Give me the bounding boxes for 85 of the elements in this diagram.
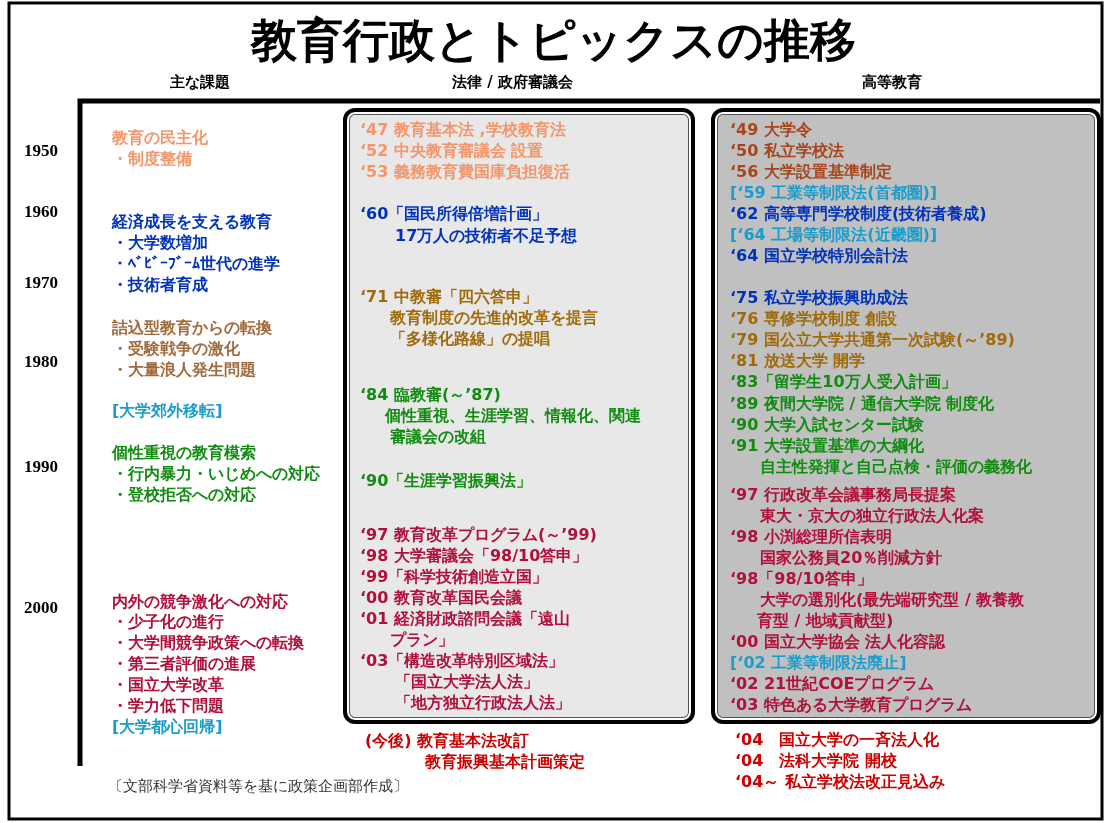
column-heading: 法律 / 政府審議会 <box>452 72 573 92</box>
timeline-entry: プラン」 <box>390 630 454 650</box>
timeline-entry: ‘47 教育基本法 ,学校教育法 <box>360 120 566 140</box>
timeline-entry: ‘71 中教審「四六答申」 <box>360 287 538 307</box>
topic-item: ・大学数増加 <box>112 233 208 253</box>
topic-item: ・行内暴力・いじめへの対応 <box>112 464 320 484</box>
timeline-entry: ‘62 高等専門学校制度(技術者養成) <box>730 204 987 224</box>
timeline-entry: ‘83「留学生10万人受入計画」 <box>730 372 957 392</box>
topic-item: ・制度整備 <box>112 149 192 169</box>
topic-item: ・国立大学改革 <box>112 675 224 695</box>
year-label: 1970 <box>24 273 58 293</box>
topic-item: ・ﾍﾞﾋﾞｰﾌﾞｰﾑ世代の進学 <box>112 254 280 274</box>
timeline-entry: ‘76 専修学校制度 創設 <box>730 309 898 329</box>
future-note: 教育振興基本計画策定 <box>425 752 585 772</box>
timeline-entry: 教育制度の先進的改革を提言 <box>390 308 598 328</box>
timeline-entry: ‘52 中央教育審議会 設置 <box>360 141 544 161</box>
timeline-entry: ‘84 臨教審(～’87) <box>360 385 501 405</box>
year-label: 1950 <box>24 141 58 161</box>
timeline-entry: ‘00 国立大学協会 法人化容認 <box>730 632 946 652</box>
future-note: ‘04 国立大学の一斉法人化 <box>735 730 940 750</box>
timeline-entry: ‘97 教育改革プログラム(～’99) <box>360 525 597 545</box>
timeline-entry: ‘79 国公立大学共通第一次試験(～’89) <box>730 330 1015 350</box>
year-label: 1960 <box>24 202 58 222</box>
year-label: 1990 <box>24 457 58 477</box>
topic-item: ・大学間競争政策への転換 <box>112 633 304 653</box>
timeline-entry: ‘98「98/10答申」 <box>730 569 873 589</box>
timeline-entry: ‘60「国民所得倍増計画」 <box>360 204 549 224</box>
timeline-entry: ‘97 行政改革会議事務局長提案 <box>730 485 956 505</box>
timeline-entry: ‘81 放送大学 開学 <box>730 351 866 371</box>
column-heading: 主な課題 <box>170 72 230 92</box>
source-note: 〔文部科学省資料等を基に政策企画部作成〕 <box>108 776 408 796</box>
timeline-entry: ‘99「科学技術創造立国」 <box>360 567 549 587</box>
topic-note: [大学都心回帰] <box>112 717 223 737</box>
timeline-entry: ’89 夜間大学院 / 通信大学院 制度化 <box>730 394 995 414</box>
topic-heading: 個性重視の教育模索 <box>112 443 256 463</box>
topic-item: ・技術者育成 <box>112 275 208 295</box>
timeline-entry: [‘02 工業等制限法廃止] <box>730 653 907 673</box>
timeline-entry: ‘64 国立学校特別会計法 <box>730 246 908 266</box>
timeline-entry: ‘53 義務教育費国庫負担復活 <box>360 162 570 182</box>
topic-item: ・少子化の進行 <box>112 612 224 632</box>
topic-note: [大学郊外移転] <box>112 401 223 421</box>
timeline-entry: 個性重視、生涯学習、情報化、関連 <box>385 406 641 426</box>
timeline-entry: ‘98 小渕総理所信表明 <box>730 527 892 547</box>
timeline-entry: [‘64 工場等制限法(近畿圏)] <box>730 225 938 245</box>
timeline-entry: ‘56 大学設置基準制定 <box>730 162 892 182</box>
timeline-entry: 17万人の技術者不足予想 <box>395 226 578 246</box>
timeline-entry: ‘01 経済財政諮問会議「遠山 <box>360 609 570 629</box>
timeline-entry: ‘03「構造改革特別区域法」 <box>360 651 565 671</box>
timeline-entry: ‘90 大学入試センター試験 <box>730 415 924 435</box>
topic-item: ・受験戦争の激化 <box>112 339 240 359</box>
timeline-entry: ‘90「生涯学習振興法」 <box>360 471 533 491</box>
timeline-entry: 東大・京大の独立行政法人化案 <box>760 506 984 526</box>
timeline-entry: [‘59 工業等制限法(首都圏)] <box>730 183 938 203</box>
timeline-entry: 審議会の改組 <box>390 427 486 447</box>
timeline-entry: ‘03 特色ある大学教育プログラム <box>730 695 972 715</box>
topic-item: ・第三者評価の進展 <box>112 654 256 674</box>
timeline-entry: ‘50 私立学校法 <box>730 141 844 161</box>
column-heading: 高等教育 <box>862 72 922 92</box>
year-label: 2000 <box>24 598 58 618</box>
timeline-entry: ‘91 大学設置基準の大綱化 <box>730 436 924 456</box>
topic-item: ・登校拒否への対応 <box>112 485 256 505</box>
topic-item: ・学力低下問題 <box>112 696 224 716</box>
timeline-panel <box>343 108 695 724</box>
timeline-entry: ‘75 私立学校振興助成法 <box>730 288 908 308</box>
timeline-entry: 「地方独立行政法人法」 <box>395 693 571 713</box>
timeline-entry: ‘00 教育改革国民会議 <box>360 588 522 608</box>
topic-heading: 経済成長を支える教育 <box>112 212 272 232</box>
future-note: ‘04～ 私立学校法改正見込み <box>735 772 945 792</box>
timeline-entry: ‘02 21世紀COEプログラム <box>730 674 935 694</box>
topic-item: ・大量浪人発生問題 <box>112 360 256 380</box>
timeline-entry: 大学の選別化(最先端研究型 / 教養教 <box>760 590 1025 610</box>
timeline-entry: 国家公務員20％削減方針 <box>760 548 943 568</box>
title: 教育行政とトピックスの推移 <box>249 12 857 68</box>
timeline-entry: ‘49 大学令 <box>730 120 812 140</box>
timeline-entry: 「多様化路線」の提唱 <box>390 329 550 349</box>
topic-heading: 内外の競争激化への対応 <box>112 592 288 612</box>
year-label: 1980 <box>24 352 58 372</box>
timeline-entry: 自主性発揮と自己点検・評価の義務化 <box>760 457 1032 477</box>
topic-heading: 詰込型教育からの転換 <box>112 318 272 338</box>
timeline-entry: 「国立大学法人法」 <box>395 672 539 692</box>
timeline-panel <box>711 108 1101 724</box>
timeline-entry: ‘98 大学審議会「98/10答申」 <box>360 546 589 566</box>
timeline-entry: 育型 / 地域貢献型) <box>757 611 894 631</box>
future-note: ‘04 法科大学院 開校 <box>735 751 897 771</box>
topic-heading: 教育の民主化 <box>112 128 208 148</box>
